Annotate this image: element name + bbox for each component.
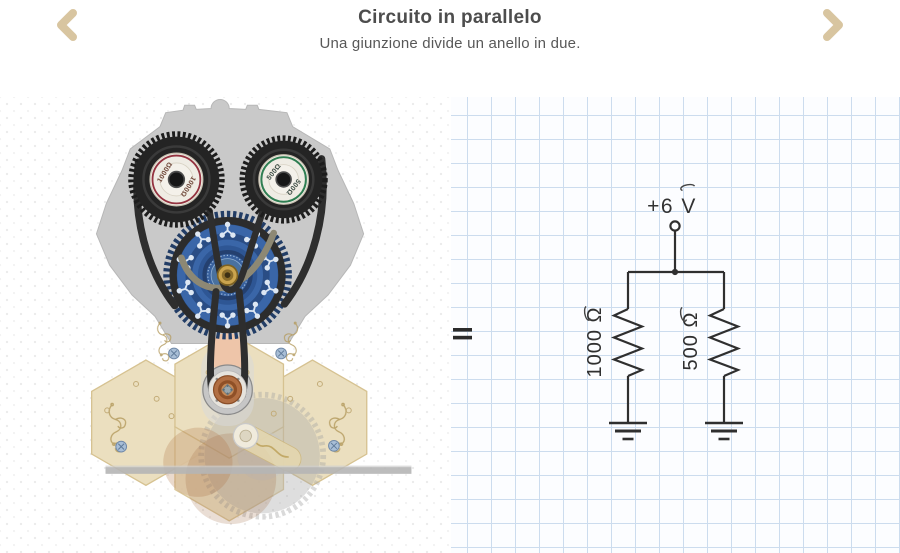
- resistor-2-label: 500 Ω: [680, 312, 702, 371]
- circuit-diagram: +6 V: [453, 183, 743, 441]
- spin-hat-volt: [680, 183, 696, 192]
- crank-arm: [232, 422, 302, 472]
- junction-dot: [671, 268, 679, 276]
- voltage-source-label: +6 V: [647, 195, 697, 218]
- chain-right-outer: [280, 155, 327, 308]
- page-title: Circuito in parallelo: [358, 7, 542, 28]
- junction-base-bump: [207, 332, 248, 373]
- machine-illustration: 1000Ω 1000Ω 500Ω 500Ω: [91, 98, 412, 525]
- resistor-symbol-1: [610, 308, 646, 378]
- circuit-panel: +6 V: [451, 97, 900, 553]
- equals-sign: [453, 328, 472, 340]
- voltage-terminal: [669, 220, 681, 232]
- chevron-left-icon: [57, 9, 77, 41]
- branch-motifs: [174, 221, 281, 329]
- circuit-wires: [610, 220, 742, 423]
- board-bottom-edge: [105, 465, 412, 468]
- ground-symbol-right: [705, 421, 743, 441]
- chevron-right-icon: [823, 9, 843, 41]
- next-page-button[interactable]: [813, 6, 851, 44]
- spin-hat-ohm-1: [583, 305, 592, 321]
- machine-illustration-panel: 1000Ω 1000Ω 500Ω 500Ω: [0, 97, 451, 553]
- resistor-wheel-left: 1000Ω 1000Ω: [128, 131, 225, 228]
- board-bottom-band: [105, 467, 412, 474]
- resistor-1-label: 1000 Ω: [584, 307, 606, 378]
- page-subtitle: Una giunzione divide un anello in due.: [319, 35, 581, 52]
- prev-page-button[interactable]: [49, 6, 87, 44]
- chain-center-u: [206, 205, 268, 294]
- resistor-symbol-2: [706, 308, 742, 378]
- resistor-wheel-right: 500Ω 500Ω: [239, 135, 328, 224]
- junction-hub: [216, 264, 239, 286]
- faded-gear-mechanism: [163, 391, 327, 525]
- bottom-pulley: [208, 370, 247, 410]
- ground-symbol-left: [609, 421, 647, 441]
- spin-hat-ohm-2: [679, 306, 688, 322]
